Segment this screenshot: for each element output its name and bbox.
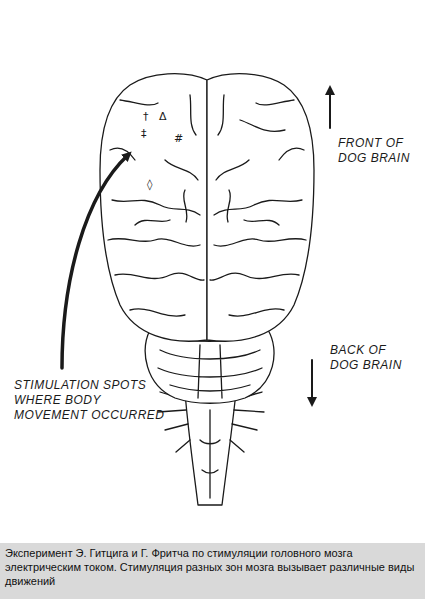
brainstem-groove	[200, 410, 220, 498]
stimulation-symbol: ◊	[146, 179, 153, 191]
stimulation-symbol: ‡	[140, 128, 148, 140]
annotation-label: STIMULATION SPOTS WHERE BODY MOVEMENT OC…	[14, 378, 166, 423]
brainstem	[185, 392, 236, 505]
front-arrow	[329, 90, 331, 128]
pointer-arrow	[62, 155, 128, 368]
gyri	[210, 95, 306, 316]
stimulation-symbol: #	[173, 133, 184, 145]
direction-label: FRONT OF DOG BRAIN	[338, 136, 420, 166]
figure-caption: Эксперимент Э. Гитцига и Г. Фритча по ст…	[5, 546, 419, 588]
right-hemisphere	[207, 74, 314, 342]
stimulation-symbol: Δ	[158, 111, 168, 123]
cerebellum-folia	[158, 345, 262, 398]
gyri	[108, 95, 204, 316]
left-hemisphere	[100, 74, 207, 342]
direction-label: BACK OF DOG BRAIN	[330, 343, 412, 373]
back-arrow	[311, 360, 313, 402]
stimulation-symbol: †	[142, 111, 150, 123]
